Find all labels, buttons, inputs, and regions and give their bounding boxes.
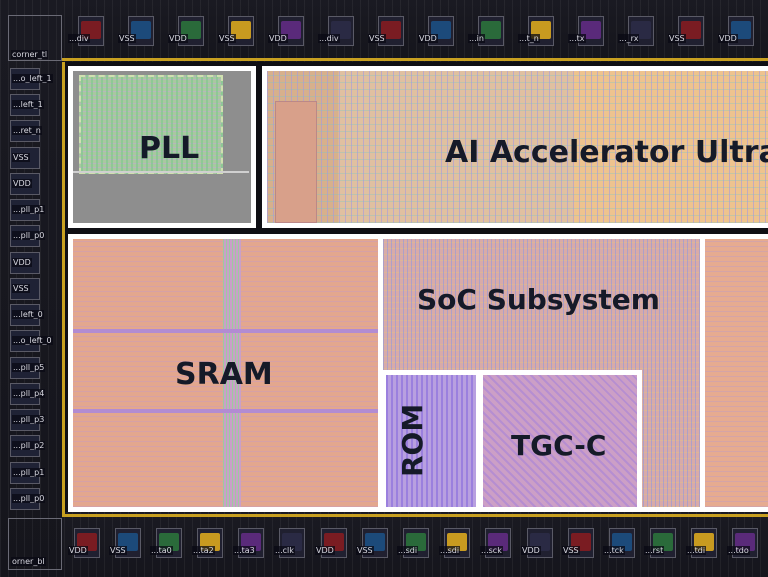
sram-label: SRAM [175, 357, 273, 392]
io-pad [578, 16, 604, 46]
io-pad-label: ...clk [274, 546, 295, 555]
io-pad-label: ...tdi [686, 546, 707, 555]
corner-cell-top-left: corner_tl [8, 15, 62, 61]
sram-bank-divider-1 [73, 329, 379, 333]
power-rail-bottom [62, 514, 768, 517]
io-pad-label: ...sdi [439, 546, 461, 555]
io-pad-label: ...pll_p0 [12, 231, 46, 240]
io-pad-label: ..._rx [618, 34, 640, 43]
io-pad-label: ...rst [644, 546, 665, 555]
io-pad [128, 16, 154, 46]
corner-label-top: corner_tl [11, 50, 49, 59]
ai-memory-macro [275, 101, 317, 223]
io-pad-label: VDD [521, 546, 541, 555]
sram-block: SRAM [68, 234, 384, 512]
pll-block: PLL [68, 66, 256, 228]
io-pad-label: VSS [668, 34, 686, 43]
io-pad-label: VSS [118, 34, 136, 43]
io-pad-label: ...tck [603, 546, 625, 555]
io-pad-label: ...pll_p1 [12, 205, 46, 214]
io-pad-label: VDD [168, 34, 188, 43]
io-pad-label: VDD [12, 179, 32, 188]
tgc-label: TGC-C [511, 429, 607, 462]
io-pad-label: ...div [68, 34, 90, 43]
right-macro-block [700, 234, 768, 512]
io-pad-label: ...ta0 [150, 546, 173, 555]
io-pad-label: VDD [418, 34, 438, 43]
io-pad-label: ...div [318, 34, 340, 43]
io-pad-label: ...tx [568, 34, 586, 43]
io-pad-label: ...sdi [397, 546, 419, 555]
rom-label: ROM [396, 403, 429, 477]
io-pad [378, 16, 404, 46]
io-pad-label: VSS [356, 546, 374, 555]
io-pad-label: ...o_left_0 [12, 336, 53, 345]
io-pad-label: ...pll_p3 [12, 415, 46, 424]
io-pad-label: ...ta3 [233, 546, 256, 555]
soc-subsystem-label: SoC Subsystem [417, 283, 660, 316]
io-pad-label: VSS [109, 546, 127, 555]
io-pad-label: ...pll_p5 [12, 363, 46, 372]
io-pad-label: VSS [12, 284, 30, 293]
rom-block: ROM [381, 370, 481, 512]
pll-divider-line [73, 171, 249, 173]
sram-wordline-strip [223, 239, 241, 507]
io-pad-label: ...pll_p1 [12, 468, 46, 477]
tgc-block: TGC-C [478, 370, 642, 512]
corner-cell-bottom-left: orner_bl [8, 518, 62, 570]
io-pad-label: ...t_n [518, 34, 540, 43]
io-pad-label: ...ta2 [192, 546, 215, 555]
io-pad-label: VDD [718, 34, 738, 43]
io-pad-label: ...left_0 [12, 310, 44, 319]
io-pad-label: ...sck [480, 546, 503, 555]
io-pad-label: VSS [368, 34, 386, 43]
io-pad-label: VDD [315, 546, 335, 555]
io-pad-label: ...in [468, 34, 485, 43]
sram-bank-divider-2 [73, 409, 379, 413]
io-pad [732, 528, 758, 558]
io-pad-label: ...tdo [727, 546, 750, 555]
io-pad-label: VDD [12, 258, 32, 267]
ai-accelerator-label: AI Accelerator UltraT [445, 135, 768, 170]
io-pad-label: ...pll_p2 [12, 441, 46, 450]
io-pad-label: VSS [562, 546, 580, 555]
io-pad-label: VDD [268, 34, 288, 43]
io-pad-label: VSS [218, 34, 236, 43]
corner-label-bottom: orner_bl [11, 557, 46, 566]
io-pad-label: ...ret_n [12, 126, 42, 135]
pll-label: PLL [139, 131, 200, 166]
io-pad-label: ...left_1 [12, 100, 44, 109]
io-pad-label: VDD [68, 546, 88, 555]
power-rail-top [62, 58, 768, 61]
pll-core-cells [79, 75, 223, 174]
power-rail-left [62, 62, 65, 514]
ai-accelerator-block: AI Accelerator UltraT [262, 66, 768, 228]
io-pad-label: ...pll_p0 [12, 494, 46, 503]
io-pad [328, 16, 354, 46]
io-pad-label: VSS [12, 153, 30, 162]
io-pad-label: ...o_left_1 [12, 74, 53, 83]
io-pad-label: ...pll_p4 [12, 389, 46, 398]
io-pad [228, 16, 254, 46]
